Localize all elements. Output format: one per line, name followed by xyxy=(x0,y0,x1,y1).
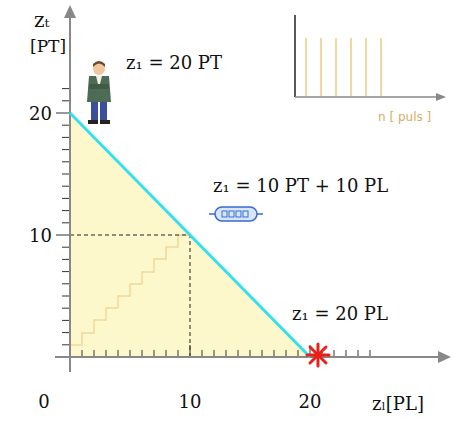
tick xyxy=(62,271,70,272)
pulse-bars xyxy=(306,38,381,96)
point-label: z₁ = 20 PT xyxy=(126,53,222,73)
pulse-bar xyxy=(350,38,352,96)
tick xyxy=(62,198,70,199)
hair xyxy=(93,61,105,67)
capsule-body xyxy=(215,207,257,221)
tick xyxy=(62,247,70,248)
tick xyxy=(62,344,70,345)
dashed-guide xyxy=(190,235,191,357)
tick xyxy=(62,137,70,138)
axis-arrow xyxy=(64,5,76,18)
capsule-lead xyxy=(257,213,263,215)
tick xyxy=(62,149,70,150)
tick xyxy=(202,350,203,357)
y-axis xyxy=(69,12,71,372)
pulse-inset xyxy=(295,15,446,101)
tick xyxy=(166,350,167,357)
tick xyxy=(346,350,347,357)
feasible-area xyxy=(70,113,310,357)
tick xyxy=(190,345,191,357)
budget-line xyxy=(70,113,310,357)
y-ticks xyxy=(56,89,70,345)
tick xyxy=(238,350,239,357)
tick xyxy=(62,161,70,162)
tick-label: 10 xyxy=(179,392,202,412)
tick xyxy=(142,350,143,357)
tick xyxy=(62,222,70,223)
tick-label: 10 xyxy=(29,226,52,246)
tick xyxy=(62,186,70,187)
tick xyxy=(56,235,70,236)
axis-label: zₜ xyxy=(34,9,49,31)
tick xyxy=(62,210,70,211)
tick xyxy=(298,350,299,357)
pulse-bar xyxy=(305,38,307,96)
tick xyxy=(130,350,131,357)
tick xyxy=(62,332,70,333)
pulse-bar xyxy=(320,38,322,96)
tick xyxy=(62,296,70,297)
arms xyxy=(89,84,109,89)
tick-label: 0 xyxy=(38,392,49,412)
point-label: z₁ = 20 PL xyxy=(292,304,388,324)
tick xyxy=(62,125,70,126)
capsule-cell xyxy=(236,211,241,217)
axis-arrow xyxy=(436,93,446,101)
tick xyxy=(370,350,371,357)
tick xyxy=(334,350,335,357)
pulse-bar xyxy=(335,38,337,96)
tick xyxy=(250,350,251,357)
red-asterisk xyxy=(307,344,329,366)
axis-unit: [PT] xyxy=(30,37,66,56)
tick xyxy=(62,283,70,284)
tick xyxy=(262,350,263,357)
asterisk-stroke xyxy=(310,347,326,363)
tick xyxy=(286,350,287,357)
capsule-lead xyxy=(209,213,215,215)
tick xyxy=(62,88,70,89)
axis-label: zₗ[PL] xyxy=(372,394,424,414)
jacket xyxy=(87,76,111,102)
capsule-cell xyxy=(243,211,248,217)
tick xyxy=(118,350,119,357)
pulse-bar xyxy=(365,38,367,96)
tick xyxy=(62,308,70,309)
point-label: z₁ = 10 PT + 10 PL xyxy=(213,176,388,196)
axis-arrow xyxy=(438,351,451,363)
inset-axis xyxy=(294,15,296,97)
tick xyxy=(106,350,107,357)
leg xyxy=(100,99,107,121)
capsule-cell xyxy=(229,211,234,217)
leg xyxy=(91,99,98,121)
person-icon xyxy=(87,61,111,124)
x-axis xyxy=(55,356,442,358)
tick xyxy=(154,350,155,357)
staircase xyxy=(70,235,190,357)
tick xyxy=(178,350,179,357)
tick xyxy=(226,350,227,357)
capsule-icon xyxy=(209,207,263,221)
tick xyxy=(214,350,215,357)
tick-label: 20 xyxy=(29,104,52,124)
dashed-guide xyxy=(70,235,190,236)
tick xyxy=(62,174,70,175)
asterisk-stroke xyxy=(310,347,326,363)
tick xyxy=(82,350,83,357)
shoe xyxy=(100,120,110,124)
tick xyxy=(62,320,70,321)
tick xyxy=(56,113,70,114)
tick-label: 20 xyxy=(299,392,322,412)
tick xyxy=(274,350,275,357)
inset-axis xyxy=(295,96,440,98)
tick xyxy=(94,350,95,357)
tick xyxy=(62,259,70,260)
shoe xyxy=(88,120,98,124)
inset-axis-label: n [ puls ] xyxy=(378,111,431,124)
capsule-cell xyxy=(222,211,227,217)
tick xyxy=(358,350,359,357)
pulse-bar xyxy=(380,38,382,96)
tick xyxy=(62,100,70,101)
